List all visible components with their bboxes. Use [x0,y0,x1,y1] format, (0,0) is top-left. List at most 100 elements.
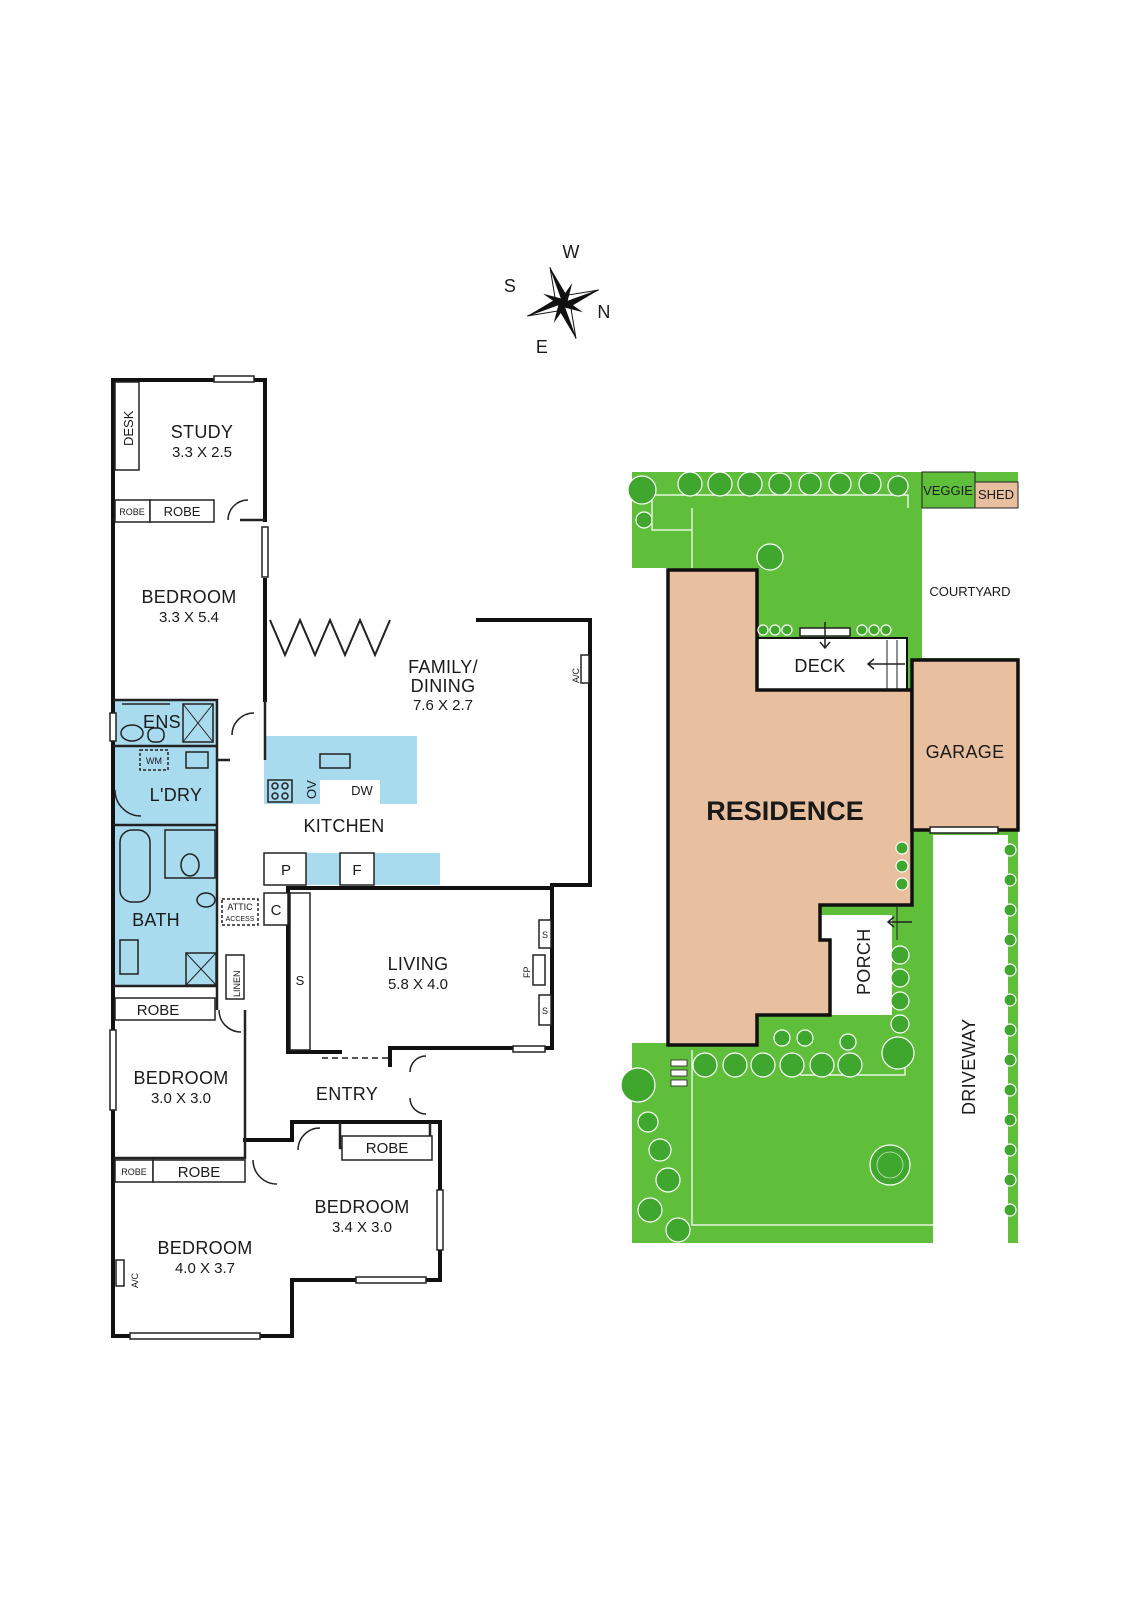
cupboard-unit [263,892,289,926]
linen-label: LINEN [232,970,242,997]
tree-icon [895,859,909,873]
shelf-right-bottom [538,994,552,1026]
family-dining-name-1: FAMILY/ [408,657,478,677]
stepping-stone [670,1079,688,1087]
driveway-label: DRIVEWAY [959,1019,979,1115]
tree-icon [1003,993,1017,1007]
courtyard-area [922,508,1018,658]
study-robe-label: ROBE [164,504,201,519]
window-study [213,375,255,383]
tree-icon [769,624,781,636]
tree-icon [1003,1053,1017,1067]
bedroom-2-name: BEDROOM [133,1068,228,1088]
study-dims: 3.3 X 2.5 [172,444,232,461]
ens-label: ENS [143,712,181,732]
garage-door [929,826,999,834]
bedroom-4-dims: 4.0 X 3.7 [175,1260,235,1277]
door-swing-study [227,499,249,521]
bedroom-4-name: BEDROOM [157,1238,252,1258]
desk-unit [114,381,140,471]
tree-icon [880,624,892,636]
courtyard-label: COURTYARD [929,584,1010,599]
tree-icon [796,1029,814,1047]
tree-icon [1003,1023,1017,1037]
tree-icon [757,624,769,636]
door-swing-entry-top [409,1055,427,1073]
family-dining-dims: 7.6 X 2.7 [413,697,473,714]
tree-icon [707,471,733,497]
ac-unit-bed4 [115,1259,125,1287]
tree-icon [856,624,868,636]
deck-arrow-down [819,622,831,650]
fridge-label: F [352,862,361,879]
wm-label: WM [146,756,162,766]
floor-plan: DESK ROBE ROBE STUDY 3.3 X 2.5 BEDROOM 3… [109,375,592,1340]
tree-icon [655,1167,681,1193]
tree-icon [1003,1203,1017,1217]
ens-basin [147,727,165,743]
kitchen-sink [319,753,351,769]
bedroom-3-name: BEDROOM [314,1197,409,1217]
tree-icon [837,1052,863,1078]
garage-label: GARAGE [926,742,1005,762]
tree-icon [798,472,822,496]
fireplace-unit [532,954,546,986]
tree-icon [828,472,852,496]
compass-east: E [536,337,548,357]
tree-icon [890,1014,910,1034]
laundry-label: L'DRY [150,785,203,805]
study-robe-small-label: ROBE [119,507,145,517]
tree-icon [869,1144,911,1186]
wm-unit [139,749,169,771]
ac-unit-family [580,654,590,684]
bifold-doors [269,617,391,658]
tree-icon [887,475,909,497]
robe-bed4-label: ROBE [178,1164,221,1181]
bathtub-icon [119,829,151,903]
door-swing-entry-bottom [409,1097,427,1115]
desk-label: DESK [121,410,136,446]
tree-icon [890,945,910,965]
compass: W S N E [504,242,611,357]
tree-icon [635,511,653,529]
kitchen-bench-notch [320,780,380,804]
bedroom-main-name: BEDROOM [141,587,236,607]
shed-building [974,481,1019,509]
bath-vanity [119,939,139,975]
attic-label-1: ATTIC [227,902,253,912]
window-bedroom-main [261,526,269,578]
tree-icon [768,472,792,496]
site-plan: VEGGIE SHED COURTYARD RESIDENCE GARAGE D… [620,471,1020,1243]
bath-label: BATH [132,910,180,930]
shelf-left [289,892,311,1051]
tree-icon [1003,903,1017,917]
tree-icon [1003,873,1017,887]
window-bedroom-3-bottom [355,1276,427,1284]
shelf-right-bottom-label: S [542,1006,548,1016]
driveway-strip [933,835,1008,1243]
tree-icon [868,624,880,636]
kitchen-label: KITCHEN [303,816,384,836]
shelf-left-label: S [296,973,305,988]
cooktop-icon [267,779,293,803]
tree-icon [1003,1143,1017,1157]
bath-toilet-cubicle [164,829,216,879]
compass-north: N [597,302,610,322]
tree-icon [737,471,763,497]
door-swing-ens [231,712,255,736]
laundry-tub [185,751,209,769]
tree-icon [890,991,910,1011]
shelf-right-top [538,919,552,949]
attic-label-2: ACCESS [226,916,255,923]
tree-icon [1003,1173,1017,1187]
tree-icon [620,1067,656,1103]
robe-mid-label: ROBE [137,1002,180,1019]
shed-label: SHED [978,487,1014,502]
porch-label: PORCH [854,928,874,995]
study-robe [149,499,215,523]
living-name: LIVING [388,954,449,974]
tree-icon [637,1197,663,1223]
living-dims: 5.8 X 4.0 [388,976,448,993]
tree-icon [750,1052,776,1078]
bedroom-3-dims: 3.4 X 3.0 [332,1219,392,1236]
